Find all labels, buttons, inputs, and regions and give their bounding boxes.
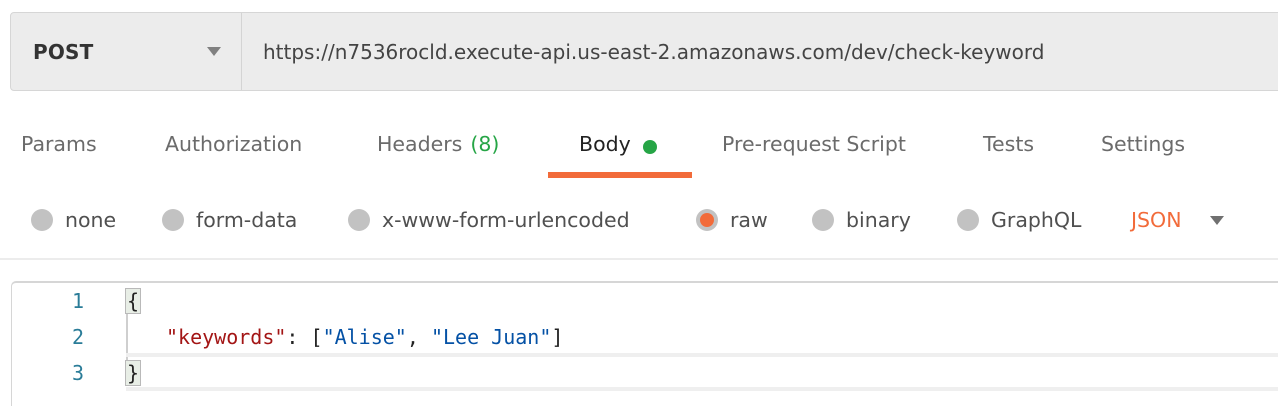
line-number: 1 — [71, 289, 84, 313]
tab-pre-request-script[interactable]: Pre-request Script — [722, 125, 906, 179]
close-brace: } — [124, 360, 142, 386]
radio-raw[interactable]: raw — [696, 200, 768, 240]
tab-headers[interactable]: Headers (8) — [377, 125, 499, 179]
json-close-bracket: ] — [551, 325, 564, 349]
active-tab-underline — [548, 172, 692, 178]
radio-label: form-data — [196, 208, 298, 232]
tab-label: Tests — [983, 132, 1035, 156]
tab-label: Settings — [1101, 132, 1186, 156]
tab-tests[interactable]: Tests — [983, 125, 1034, 179]
line-number: 2 — [71, 325, 84, 349]
radio-unchecked-icon — [31, 209, 53, 231]
radio-none[interactable]: none — [31, 200, 116, 240]
tab-settings[interactable]: Settings — [1101, 125, 1185, 179]
radio-x-www-form-urlencoded[interactable]: x-www-form-urlencoded — [348, 200, 630, 240]
tab-params[interactable]: Params — [21, 125, 97, 179]
radio-unchecked-icon — [957, 209, 979, 231]
tab-label: Headers — [377, 132, 463, 156]
radio-label: binary — [846, 208, 911, 232]
radio-label: GraphQL — [991, 208, 1082, 232]
body-code-editor[interactable]: 1 { 2 "keywords": ["Alise", "Lee Juan"] … — [11, 281, 1278, 406]
indent-guide — [126, 301, 128, 381]
headers-count-badge: (8) — [470, 132, 500, 156]
radio-binary[interactable]: binary — [812, 200, 911, 240]
radio-unchecked-icon — [812, 209, 834, 231]
raw-language-label: JSON — [1131, 208, 1182, 232]
json-colon: : — [286, 325, 311, 349]
json-open-bracket: [ — [310, 325, 323, 349]
line-separator — [126, 387, 1278, 391]
editor-line: 2 "keywords": ["Alise", "Lee Juan"] — [12, 319, 1278, 355]
radio-label: none — [65, 208, 117, 232]
method-dropdown[interactable]: POST — [11, 13, 242, 90]
tab-label: Body — [579, 132, 631, 156]
json-key: "keywords" — [166, 325, 287, 349]
chevron-down-icon — [1209, 215, 1224, 225]
body-type-radio-group: none form-data x-www-form-urlencoded raw… — [0, 200, 1278, 240]
open-brace: { — [124, 288, 142, 314]
radio-label: raw — [730, 208, 768, 232]
chevron-down-icon — [207, 47, 221, 56]
method-label: POST — [33, 39, 94, 64]
request-url-bar: POST — [10, 12, 1278, 91]
editor-line: 1 { — [12, 283, 1278, 319]
request-tabs: Params Authorization Headers (8) Body Pr… — [0, 125, 1278, 179]
radio-checked-icon — [696, 209, 718, 231]
radio-label: x-www-form-urlencoded — [382, 208, 630, 232]
radio-unchecked-icon — [162, 209, 184, 231]
line-number: 3 — [71, 361, 84, 385]
line-separator — [126, 353, 1278, 357]
tab-authorization[interactable]: Authorization — [165, 125, 302, 179]
editor-line: 3 } — [12, 355, 1278, 391]
json-comma: , — [406, 325, 431, 349]
json-string-value: "Alise" — [322, 325, 407, 349]
tab-label: Params — [21, 132, 97, 156]
radio-graphql[interactable]: GraphQL — [957, 200, 1081, 240]
radio-unchecked-icon — [348, 209, 370, 231]
section-divider — [0, 258, 1278, 260]
raw-language-dropdown[interactable]: JSON — [1131, 200, 1224, 240]
tab-label: Authorization — [165, 132, 303, 156]
tab-label: Pre-request Script — [722, 132, 906, 156]
json-string-value: "Lee Juan" — [430, 325, 552, 349]
body-indicator-dot-icon — [642, 140, 657, 154]
radio-form-data[interactable]: form-data — [162, 200, 297, 240]
tab-body[interactable]: Body — [579, 125, 657, 179]
url-input[interactable] — [242, 13, 1278, 90]
